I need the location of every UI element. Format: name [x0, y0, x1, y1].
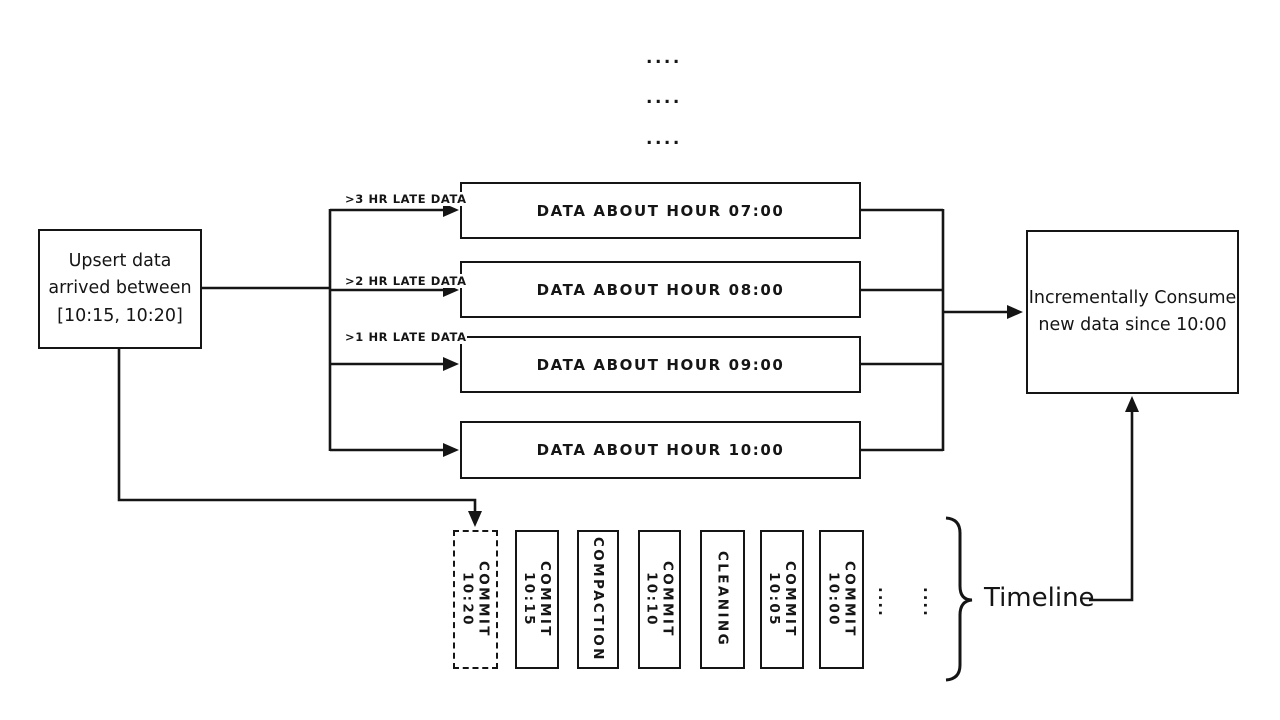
timeline-label: Timeline — [984, 583, 1095, 613]
upsert-data-box: Upsert data arrived between [10:15, 10:2… — [38, 229, 202, 349]
more-boxes-ellipsis-1: .... — [646, 48, 682, 68]
arrowhead-to-commit — [468, 511, 482, 527]
more-boxes-ellipsis-3: .... — [646, 129, 682, 149]
timeline-commit-1000: COMMIT 10:00 — [819, 530, 864, 669]
timeline-commit-1020: COMMIT 10:20 — [453, 530, 498, 669]
timeline-commit-1010: COMMIT 10:10 — [638, 530, 681, 669]
timeline-brace — [945, 516, 973, 682]
arrowhead-to-consume — [1007, 305, 1023, 319]
late-1h-label: >1 HR LATE DATA — [345, 330, 467, 344]
hour-box-0800: DATA ABOUT HOUR 08:00 — [460, 261, 861, 318]
hour-box-0700: DATA ABOUT HOUR 07:00 — [460, 182, 861, 239]
timeline-cleaning: CLEANING — [700, 530, 745, 669]
arrowhead-timeline-to-consume — [1125, 396, 1139, 412]
line-timeline-to-consume — [1089, 411, 1134, 602]
timeline-ellipsis-1: .... — [875, 586, 893, 618]
timeline-compaction: COMPACTION — [577, 530, 619, 669]
incremental-consume-box: Incrementally Consume new data since 10:… — [1026, 230, 1239, 394]
hour-box-1000: DATA ABOUT HOUR 10:00 — [460, 421, 861, 479]
timeline-ellipsis-2: .... — [920, 586, 938, 618]
arrowhead-late-1h — [443, 357, 459, 371]
arrowhead-late-3h — [443, 203, 459, 217]
hour-box-0900: DATA ABOUT HOUR 09:00 — [460, 336, 861, 393]
more-boxes-ellipsis-2: .... — [646, 88, 682, 108]
timeline-commit-1015: COMMIT 10:15 — [515, 530, 559, 669]
line-upsert-to-commit — [117, 349, 477, 512]
late-3h-label: >3 HR LATE DATA — [345, 192, 467, 206]
arrowhead-hour-10 — [443, 443, 459, 457]
timeline-commit-1005: COMMIT 10:05 — [760, 530, 804, 669]
late-2h-label: >2 HR LATE DATA — [345, 274, 467, 288]
